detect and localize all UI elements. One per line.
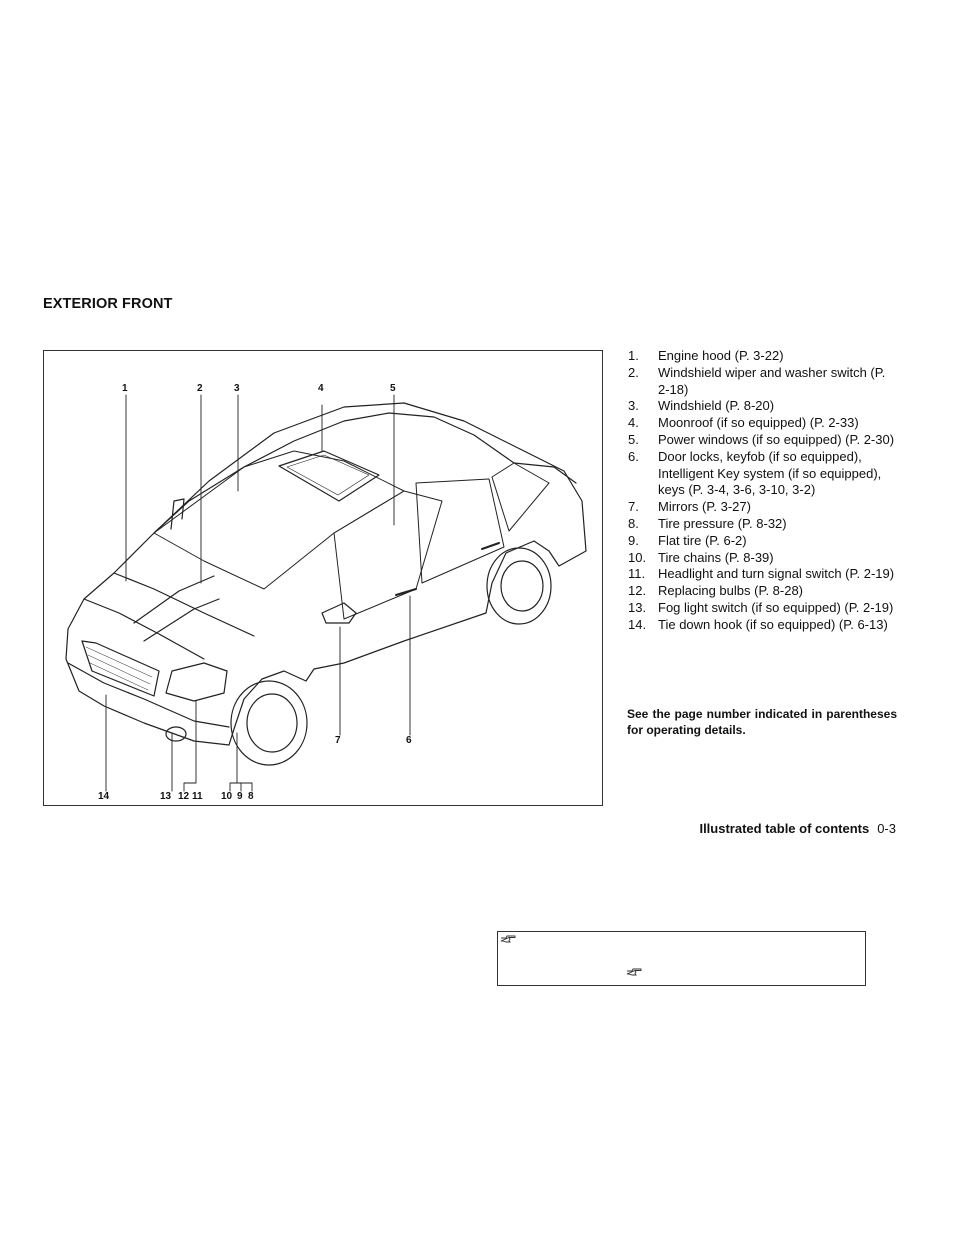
callout-1: 1 — [122, 383, 128, 394]
legend-text: Windshield wiper and washer switch (P. 2… — [658, 364, 886, 397]
legend-item: 5. Power windows (if so equipped) (P. 2-3… — [626, 432, 898, 449]
legend-text: Windshield (P. 8-20) — [658, 398, 775, 414]
legend-list: 1. Engine hood (P. 3-22) 2. Windshield wip… — [626, 348, 898, 634]
legend-item: 3. Windshield (P. 8-20) — [626, 398, 898, 415]
legend-item: 6. Door locks, keyfob (if so equipped), I… — [626, 449, 898, 499]
legend-number: 12. — [628, 583, 647, 599]
legend-item: 13. Fog light switch (if so equipped) (P.… — [626, 600, 898, 617]
legend-text: Fog light switch (if so equipped) (P. 2-… — [658, 599, 894, 615]
legend-number: 9. — [628, 532, 639, 548]
legend-item: 8. Tire pressure (P. 8-32) — [626, 516, 898, 533]
legend-number: 10. — [628, 549, 647, 565]
callout-8: 8 — [248, 791, 254, 802]
legend-number: 2. — [628, 364, 639, 380]
callout-9: 9 — [237, 791, 243, 802]
legend-number: 7. — [628, 499, 639, 515]
callout-11: 11 — [192, 791, 203, 802]
legend-item: 14. Tie down hook (if so equipped) (P. 6-… — [626, 617, 898, 634]
callout-3: 3 — [234, 383, 240, 394]
callout-14: 14 — [98, 791, 110, 802]
legend-number: 6. — [628, 448, 639, 464]
legend-number: 1. — [628, 348, 639, 363]
legend-number: 8. — [628, 515, 639, 531]
legend-text: Headlight and turn signal switch (P. 2-1… — [658, 566, 895, 582]
legend-text: Moonroof (if so equipped) (P. 2-33) — [658, 415, 859, 431]
legend-item: 11. Headlight and turn signal switch (P. … — [626, 566, 898, 583]
callout-4: 4 — [318, 383, 324, 394]
legend-item: 12. Replacing bulbs (P. 8-28) — [626, 583, 898, 600]
legend-number: 4. — [628, 415, 639, 431]
legend-text: Tire chains (P. 8-39) — [658, 549, 774, 565]
legend-item: 1. Engine hood (P. 3-22) — [626, 348, 898, 365]
legend-text: Tire pressure (P. 8-32) — [658, 515, 787, 531]
callout-6: 6 — [406, 735, 412, 746]
legend-text: Power windows (if so equipped) (P. 2-30) — [658, 431, 895, 447]
legend-number: 11. — [628, 566, 646, 582]
reference-box — [497, 931, 866, 986]
section-title: EXTERIOR FRONT — [43, 296, 173, 312]
legend-text: Engine hood (P. 3-22) — [658, 348, 784, 363]
legend-item: 9. Flat tire (P. 6-2) — [626, 533, 898, 550]
callout-5: 5 — [390, 383, 396, 394]
pointing-hand-icon — [626, 968, 642, 976]
car-exterior-figure: 1 2 3 4 5 7 6 14 13 12 11 10 9 8 — [43, 350, 603, 806]
legend-item: 7. Mirrors (P. 3-27) — [626, 499, 898, 516]
footer-section-name: Illustrated table of contents — [699, 821, 870, 836]
callout-12: 12 — [178, 791, 190, 802]
car-illustration: 1 2 3 4 5 7 6 14 13 12 11 10 9 8 — [65, 383, 587, 802]
legend-number: 13. — [628, 599, 647, 615]
callout-10: 10 — [221, 791, 233, 802]
legend-number: 5. — [628, 431, 639, 447]
callout-2: 2 — [197, 383, 203, 394]
pointing-hand-icon — [500, 935, 516, 943]
operating-details-note: See the page number indicated in parenth… — [627, 707, 897, 737]
callout-13: 13 — [160, 791, 172, 802]
legend-item: 4. Moonroof (if so equipped) (P. 2-33) — [626, 415, 898, 432]
legend-number: 14. — [628, 616, 647, 632]
legend-item: 2. Windshield wiper and washer switch (P.… — [626, 365, 898, 399]
legend-text: Replacing bulbs (P. 8-28) — [658, 583, 804, 599]
legend-item: 10. Tire chains (P. 8-39) — [626, 550, 898, 567]
callout-7: 7 — [335, 735, 341, 746]
legend-text: Flat tire (P. 6-2) — [658, 532, 747, 548]
legend-number: 3. — [628, 398, 639, 414]
legend-text: Door locks, keyfob (if so equipped), Int… — [658, 448, 882, 498]
legend-text: Mirrors (P. 3-27) — [658, 499, 751, 515]
page-footer: Illustrated table of contents 0-3 — [699, 821, 896, 836]
page-number: 0-3 — [877, 821, 896, 836]
legend-text: Tie down hook (if so equipped) (P. 6-13) — [658, 616, 888, 632]
